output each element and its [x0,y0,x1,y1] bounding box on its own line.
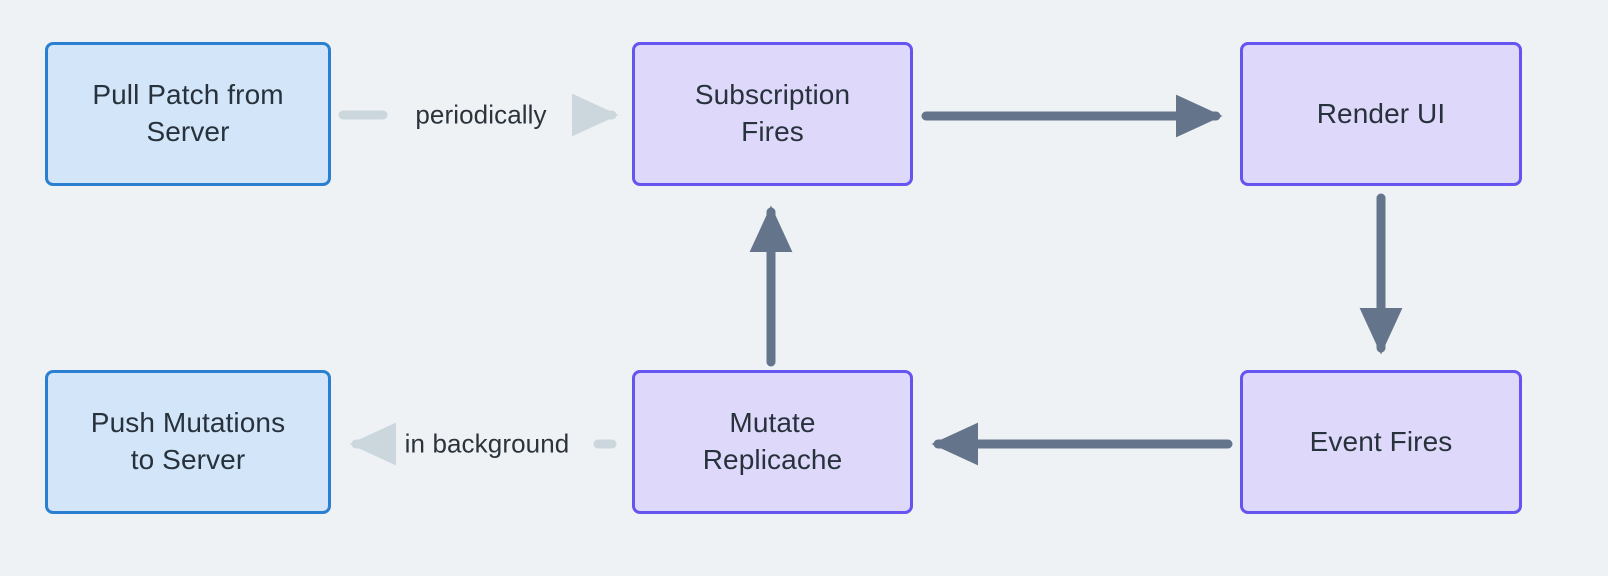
node-mutate-replicache[interactable]: Mutate Replicache [632,370,913,514]
node-label: Render UI [1316,97,1446,129]
node-label: Event Fires [1309,425,1453,457]
node-label: Mutate Replicache [702,407,843,475]
node-event-fires[interactable]: Event Fires [1240,370,1522,514]
node-label: Pull Patch from Server [92,79,284,147]
node-push-mutations-to-server[interactable]: Push Mutations to Server [45,370,331,514]
node-label: Push Mutations to Server [90,407,286,475]
node-subscription-fires[interactable]: Subscription Fires [632,42,913,186]
node-label: Subscription Fires [694,79,851,147]
node-pull-patch-from-server[interactable]: Pull Patch from Server [45,42,331,186]
edge-label-periodically: periodically [415,99,547,130]
edge-label-in-background: in background [404,428,570,459]
node-render-ui[interactable]: Render UI [1240,42,1522,186]
